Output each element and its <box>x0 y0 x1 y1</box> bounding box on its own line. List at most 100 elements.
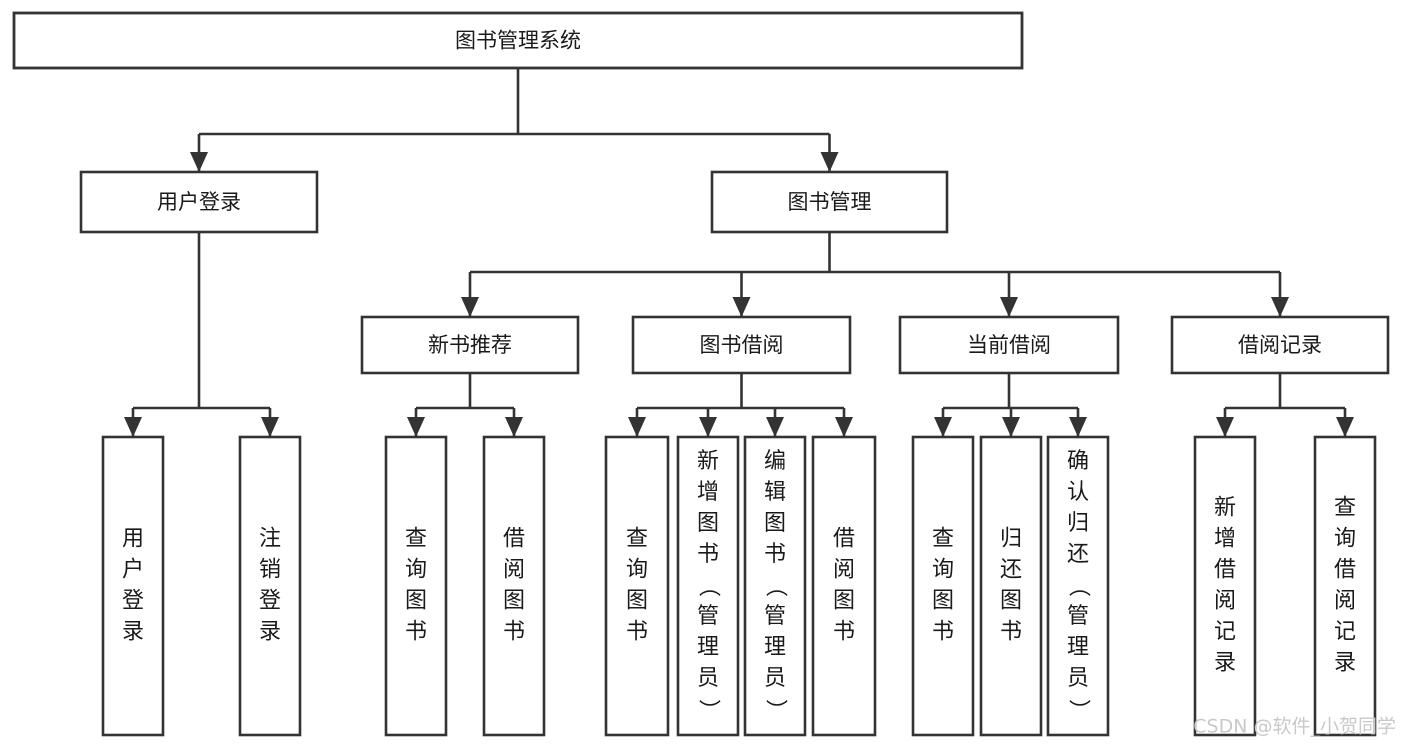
node-borrow-record-label: 借阅记录 <box>1238 333 1322 357</box>
leaf-leaf-edit-book-admin-char: 编 <box>764 449 786 474</box>
node-user-login[interactable]: 用户登录 <box>79 170 319 234</box>
leaf-leaf-query-book-char: 图 <box>626 589 648 614</box>
node-new-book-recommend-label: 新书推荐 <box>428 333 512 357</box>
node-box-layer: 图书管理系统用户登录图书管理新书推荐图书借阅当前借阅借阅记录用户登录注销登录查询… <box>12 11 1390 737</box>
leaf-leaf-user-login[interactable]: 用户登录 <box>101 435 165 737</box>
leaf-leaf-borrow-book-char: 书 <box>833 620 855 645</box>
node-borrow-record[interactable]: 借阅记录 <box>1170 315 1390 375</box>
node-book-management-label: 图书管理 <box>788 190 872 214</box>
leaf-leaf-add-book-admin-char: （ <box>696 575 721 597</box>
node-book-management-rect <box>710 170 949 234</box>
leaf-leaf-add-borrow-record-rect <box>1193 435 1257 737</box>
arrow-head-icon <box>505 417 523 437</box>
arrow-head-icon <box>1336 417 1354 437</box>
leaf-leaf-confirm-return-admin-char: ） <box>1066 699 1091 721</box>
leaf-leaf-edit-book-admin-char: 理 <box>764 635 786 660</box>
leaf-leaf-confirm-return-admin-char: 还 <box>1067 542 1089 567</box>
leaf-leaf-user-login-rect <box>101 435 165 737</box>
leaf-leaf-add-book-admin-char: 理 <box>697 635 719 660</box>
leaf-leaf-user-login-char: 登 <box>122 589 144 614</box>
leaf-leaf-query-book-rec-char: 书 <box>405 620 427 645</box>
leaf-leaf-confirm-return-admin-char: 管 <box>1067 604 1089 629</box>
leaf-leaf-edit-book-admin-char: 管 <box>764 604 786 629</box>
leaf-leaf-query-book-char: 查 <box>626 527 648 552</box>
leaf-leaf-add-book-admin-char: 管 <box>697 604 719 629</box>
leaf-leaf-query-borrow-record-rect <box>1313 435 1377 737</box>
node-book-borrow-rect <box>631 315 852 375</box>
arrow-head-icon <box>934 417 952 437</box>
leaf-leaf-query-book-rect <box>604 435 670 737</box>
node-root[interactable]: 图书管理系统 <box>12 11 1024 70</box>
node-book-borrow[interactable]: 图书借阅 <box>631 315 852 375</box>
leaf-leaf-borrow-book-char: 借 <box>833 527 855 552</box>
node-root-rect <box>12 11 1024 70</box>
leaf-leaf-return-book-char: 图 <box>1000 589 1022 614</box>
leaf-leaf-return-book-rect <box>979 435 1043 737</box>
leaf-leaf-query-book-rec-char: 查 <box>405 527 427 552</box>
leaf-leaf-add-borrow-record-char: 新 <box>1214 496 1236 521</box>
leaf-leaf-confirm-return-admin-char: 认 <box>1067 480 1089 505</box>
arrow-head-icon <box>461 297 479 317</box>
node-new-book-recommend-rect <box>360 315 580 375</box>
arrow-head-icon <box>190 152 208 172</box>
leaf-leaf-return-book-char: 书 <box>1000 620 1022 645</box>
arrow-head-icon <box>1002 417 1020 437</box>
leaf-leaf-edit-book-admin-char: （ <box>763 575 788 597</box>
leaf-leaf-edit-book-admin-char: 辑 <box>764 480 786 505</box>
node-book-management[interactable]: 图书管理 <box>710 170 949 234</box>
leaf-leaf-borrow-book-char: 阅 <box>833 558 855 583</box>
leaf-leaf-add-book-admin-char: 图 <box>697 511 719 536</box>
watermark-layer: CSDN @软件_小贺同学 <box>1193 716 1396 738</box>
arrow-head-icon <box>766 417 784 437</box>
leaf-leaf-add-book-admin-char: ） <box>696 699 721 721</box>
node-current-borrow-label: 当前借阅 <box>967 333 1051 357</box>
arrow-head-icon <box>261 417 279 437</box>
leaf-leaf-confirm-return-admin-char: 确 <box>1067 449 1089 474</box>
leaf-leaf-add-book-admin-char: 增 <box>697 480 719 505</box>
node-new-book-recommend[interactable]: 新书推荐 <box>360 315 580 375</box>
leaf-leaf-borrow-book-rec-rect <box>482 435 546 737</box>
leaf-leaf-borrow-book-rec-char: 借 <box>503 527 525 552</box>
leaf-leaf-query-book-rec-char: 图 <box>405 589 427 614</box>
leaf-leaf-query-book-cur-char: 查 <box>932 527 954 552</box>
node-book-borrow-label: 图书借阅 <box>700 333 784 357</box>
leaf-leaf-borrow-book-char: 图 <box>833 589 855 614</box>
arrow-head-icon <box>732 297 751 317</box>
arrow-head-icon <box>1000 297 1018 317</box>
leaf-leaf-edit-book-admin-rect <box>743 435 807 737</box>
leaf-leaf-edit-book-admin-char: 图 <box>764 511 786 536</box>
leaf-leaf-query-book-cur-rect <box>911 435 975 737</box>
leaf-leaf-logout-char: 登 <box>259 589 281 614</box>
leaf-leaf-add-book-admin-char: 员 <box>697 666 719 691</box>
leaf-leaf-borrow-book-rect <box>811 435 877 737</box>
leaf-leaf-query-book-rec-rect <box>384 435 448 737</box>
leaf-leaf-confirm-return-admin-char: （ <box>1066 575 1091 597</box>
arrow-head-icon <box>835 417 853 437</box>
leaf-leaf-edit-book-admin-char: ） <box>763 699 788 721</box>
leaf-leaf-logout-char: 录 <box>259 620 281 645</box>
leaf-leaf-query-borrow-record-char: 借 <box>1334 558 1356 583</box>
arrow-head-icon <box>699 417 717 437</box>
leaf-leaf-edit-book-admin-char: 书 <box>764 542 786 567</box>
arrow-head-icon <box>124 417 142 437</box>
leaf-leaf-add-borrow-record-char: 记 <box>1214 620 1236 645</box>
leaf-leaf-query-book-cur-char: 询 <box>932 558 954 583</box>
leaf-leaf-query-borrow-record-char: 录 <box>1334 651 1356 676</box>
leaf-leaf-user-login-char: 录 <box>122 620 144 645</box>
leaf-leaf-edit-book-admin-char: 员 <box>764 666 786 691</box>
node-current-borrow[interactable]: 当前借阅 <box>898 315 1120 375</box>
node-root-label: 图书管理系统 <box>455 29 581 53</box>
